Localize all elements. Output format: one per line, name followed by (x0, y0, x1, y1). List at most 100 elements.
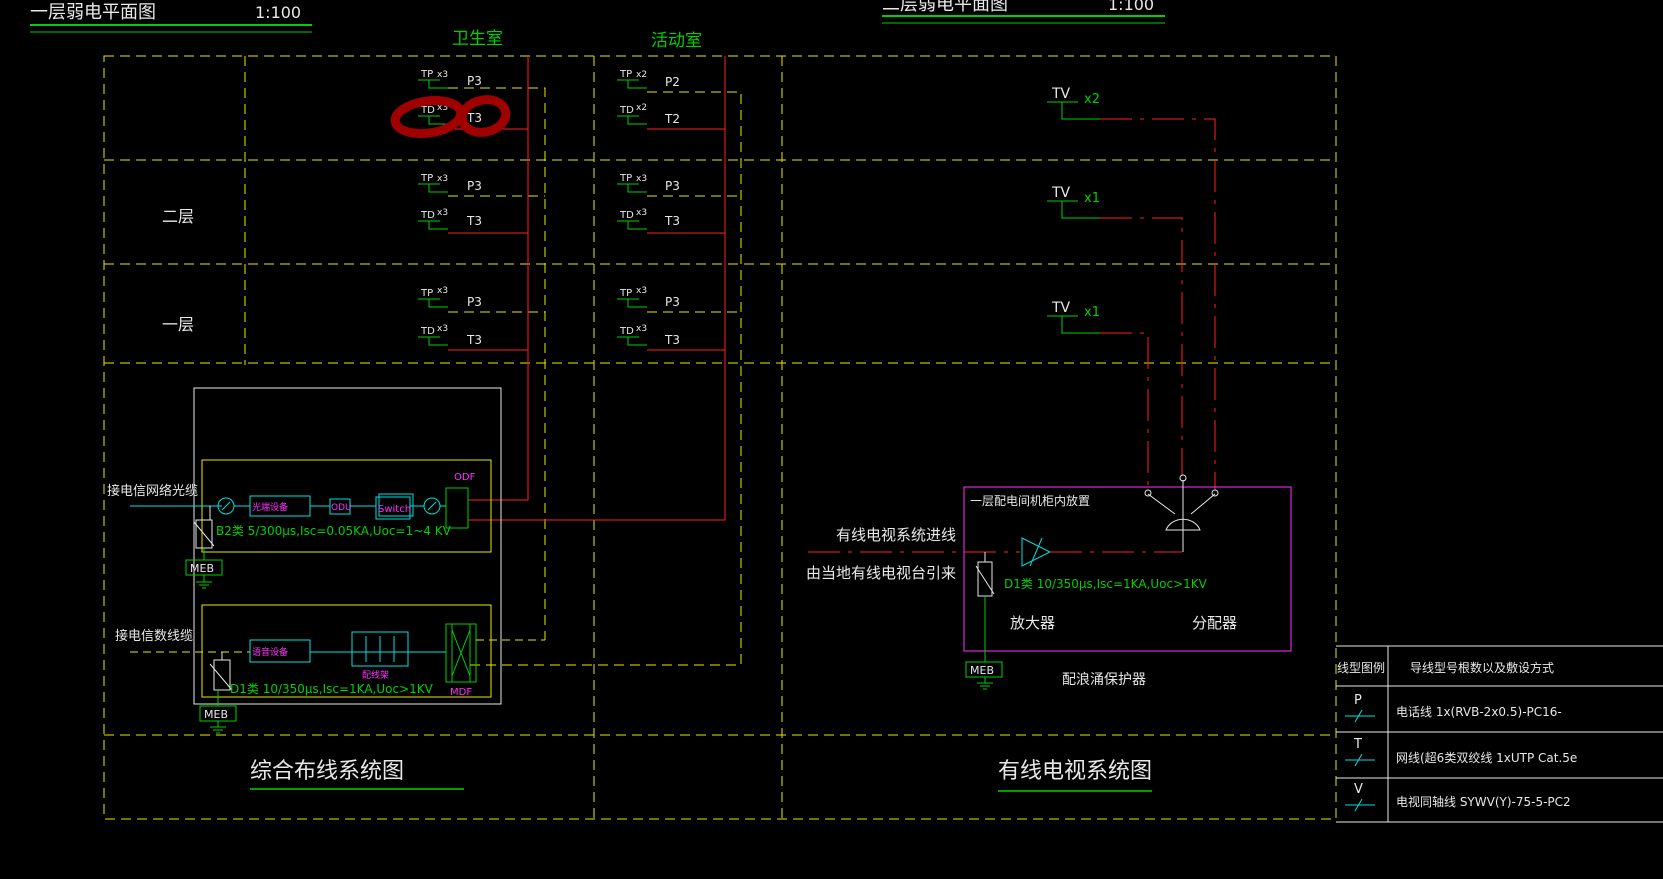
mdf-label: MDF (450, 687, 472, 698)
left-scale: 1:100 (255, 3, 301, 22)
markup-circles (390, 95, 511, 138)
tv-outlets: TV x2 TV x1 TV x1 (1047, 86, 1216, 490)
tp-outlet: TP x3 (617, 286, 647, 308)
tv-label: TV (1051, 86, 1071, 102)
right-scale: 1:100 (1108, 0, 1154, 14)
header-left: 一层弱电平面图 1:100 (30, 2, 312, 33)
meb-label: MEB (190, 562, 214, 575)
svg-text:x3: x3 (636, 286, 647, 296)
svg-text:x1: x1 (1084, 191, 1100, 206)
wire-label-t3: T3 (466, 111, 482, 125)
svg-text:x3: x3 (437, 174, 448, 184)
header-right: 二层弱电平面图 1:100 (882, 0, 1165, 24)
svg-text:x2: x2 (636, 70, 647, 80)
svg-text:TD: TD (619, 326, 634, 337)
switch-label: Switch (378, 504, 411, 515)
voice-equip: 语音设备 (252, 646, 288, 658)
legend-desc: 电视同轴线 SYWV(Y)-75-5-PC2 (1396, 794, 1571, 809)
svg-text:x3: x3 (437, 286, 448, 296)
svg-text:TD: TD (420, 105, 435, 116)
svg-text:P3: P3 (665, 295, 680, 309)
td-outlet: TD x3 (418, 324, 448, 346)
svg-text:T3: T3 (664, 333, 680, 347)
tv-entry-source: 由当地有线电视台引来 (806, 564, 956, 582)
td-outlet: TD x2 (617, 103, 647, 125)
legend-desc: 电话线 1x(RVB-2x0.5)-PC16- (1396, 705, 1562, 719)
svg-text:TP: TP (420, 69, 433, 80)
room-activity: 活动室 (651, 31, 702, 51)
svg-text:P3: P3 (467, 295, 482, 309)
svg-text:MEB: MEB (204, 708, 228, 721)
svg-text:TP: TP (619, 69, 632, 80)
b2-spec: B2类 5/300μs,Isc=0.05KA,Uoc=1~4 KV (216, 524, 452, 538)
right-title: 二层弱电平面图 (882, 0, 1008, 15)
td-outlet: TD x3 (418, 103, 448, 125)
tp-outlet: TP x3 (418, 69, 448, 89)
svg-text:TV: TV (1051, 300, 1071, 316)
svg-text:MEB: MEB (970, 664, 994, 677)
svg-text:x2: x2 (636, 103, 647, 113)
svg-text:TP: TP (420, 288, 433, 299)
tp-outlet: TP x3 (617, 173, 647, 193)
legend-col-type: 线型图例 (1337, 661, 1385, 675)
svg-text:TV: TV (1051, 185, 1071, 201)
cabling-cabinet: 接电信网络光缆 光端设备 ODU Switch ODF B2类 5/300μs,… (107, 387, 545, 734)
wire-label-p3: P3 (467, 74, 482, 88)
outlets-toilet: TP x3 P3 TD x3 T3 TP x3 P3 TD x3 T3 (418, 69, 546, 640)
legend-desc: 网线(超6类双绞线 1xUTP Cat.5e (1396, 750, 1577, 765)
svg-text:P3: P3 (665, 179, 680, 193)
d1-spec-cabling: D1类 10/350μs,Isc=1KA,Uoc>1KV (230, 682, 434, 696)
svg-text:x3: x3 (636, 174, 647, 184)
svg-text:x3: x3 (437, 324, 448, 334)
svg-text:P3: P3 (467, 179, 482, 193)
svg-text:x2: x2 (1084, 92, 1100, 107)
splitter-label: 分配器 (1192, 614, 1237, 632)
room-toilet: 卫生室 (452, 29, 503, 49)
legend-symbol: V (1354, 782, 1363, 797)
cabling-title: 综合布线系统图 (250, 759, 404, 784)
svg-text:TD: TD (420, 326, 435, 337)
tv-entry-line: 有线电视系统进线 (836, 526, 956, 544)
svg-text:TP: TP (619, 173, 632, 184)
legend-col-desc: 导线型号根数以及敷设方式 (1410, 660, 1554, 675)
tv-box-title: 一层配电间机柜内放置 (970, 493, 1090, 508)
svg-text:x3: x3 (636, 324, 647, 334)
svg-text:T3: T3 (466, 333, 482, 347)
svg-text:TD: TD (619, 105, 634, 116)
floor-first: 一层 (162, 315, 194, 334)
svg-text:TP: TP (420, 173, 433, 184)
svg-text:T2: T2 (664, 112, 680, 126)
tp-outlet: TP x3 (418, 173, 448, 193)
legend-table: 线型图例 导线型号根数以及敷设方式 P 电话线 1x(RVB-2x0.5)-PC… (1336, 645, 1663, 823)
svg-text:TP: TP (619, 288, 632, 299)
svg-text:x1: x1 (1084, 305, 1100, 320)
telecom-cable-label: 接电信数线缆 (115, 628, 193, 644)
optical-equip: 光端设备 (252, 501, 288, 513)
telecom-fiber-label: 接电信网络光缆 (107, 483, 198, 499)
tp-outlet: TP x2 (617, 69, 647, 89)
tv-title: 有线电视系统图 (998, 759, 1152, 784)
tp-outlet: TP x3 (418, 286, 448, 308)
odu-label: ODU (331, 503, 352, 513)
legend-symbol: T (1353, 737, 1362, 752)
td-outlet: TD x3 (617, 208, 647, 230)
odf-label: ODF (454, 472, 476, 483)
outlets-activity: TP x2 P2 TD x2 T2 TP x3 P3 TD x3 T3 TP x (470, 69, 742, 666)
legend-symbol: P (1354, 693, 1362, 708)
svg-text:P2: P2 (665, 75, 680, 89)
svg-text:x3: x3 (437, 208, 448, 218)
td-outlet: TD x3 (617, 324, 647, 346)
left-title: 一层弱电平面图 (30, 2, 156, 23)
svg-text:x3: x3 (437, 103, 448, 113)
patch-panel: 配线架 (362, 669, 389, 681)
td-outlet: TD x3 (418, 208, 448, 230)
svg-text:T3: T3 (664, 214, 680, 228)
tv-cabinet: 一层配电间机柜内放置 有线电视系统进线 由当地有线电视台引来 D1类 10/35… (806, 474, 1292, 690)
svg-text:TD: TD (420, 210, 435, 221)
grid-frame (103, 55, 1337, 820)
surge-protector-note: 配浪涌保护器 (1062, 672, 1146, 688)
svg-text:x3: x3 (636, 208, 647, 218)
tv-d1-spec: D1类 10/350μs,Isc=1KA,Uoc>1KV (1004, 577, 1208, 591)
svg-text:x3: x3 (437, 70, 448, 80)
